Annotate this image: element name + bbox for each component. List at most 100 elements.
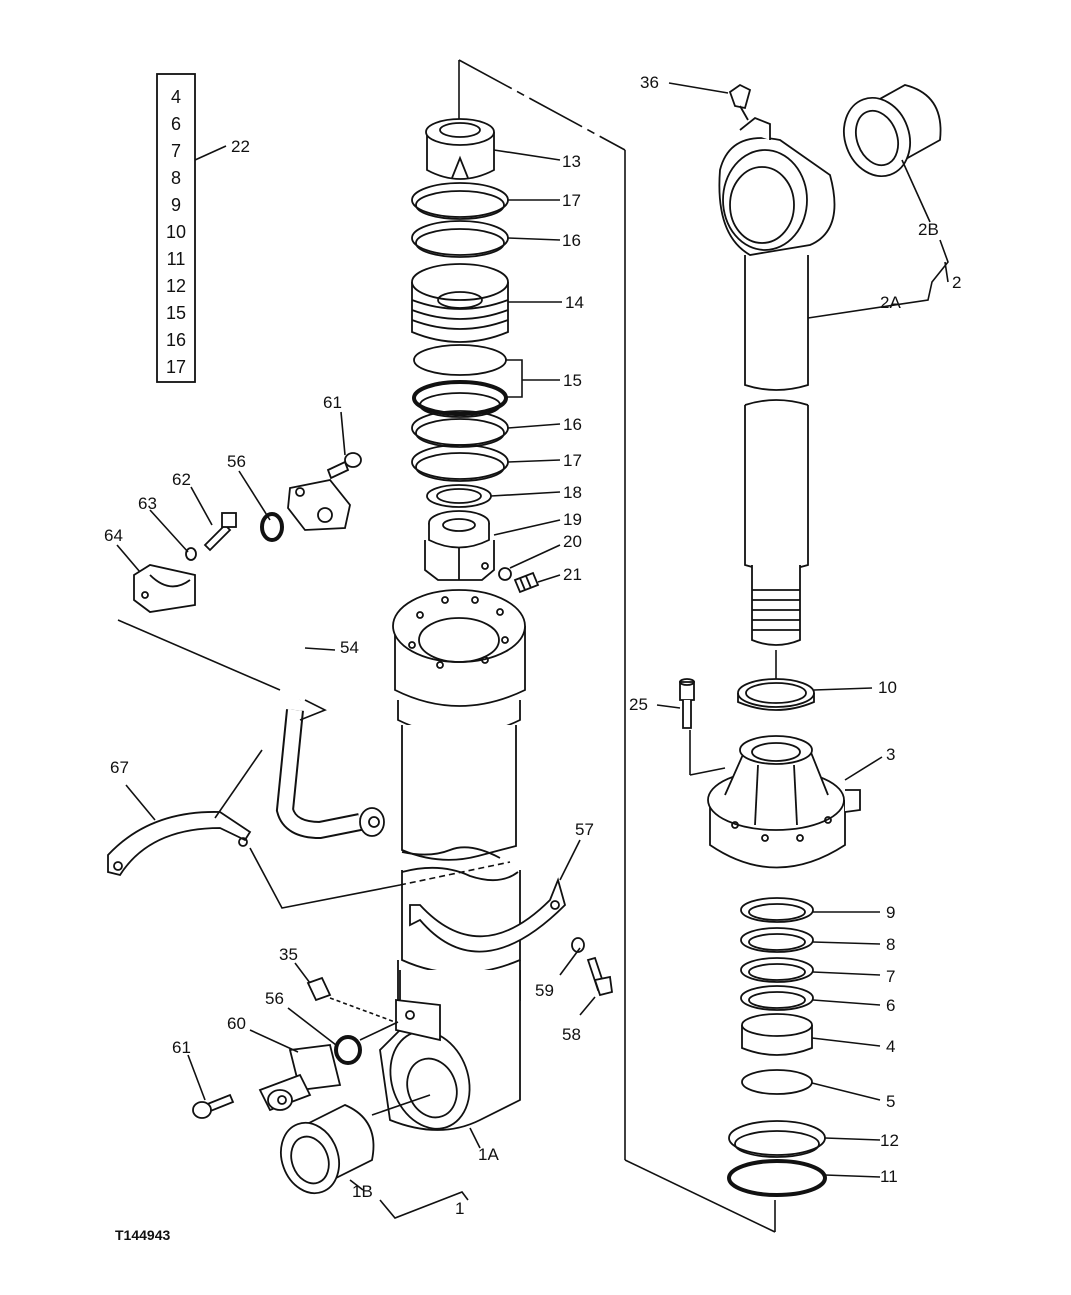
callout-6: 6 bbox=[886, 996, 895, 1015]
capscrew-61-bottom bbox=[192, 1093, 235, 1119]
callout-1A: 1A bbox=[478, 1145, 499, 1164]
ring-12 bbox=[728, 1120, 826, 1158]
piston-14 bbox=[411, 263, 509, 343]
oring-56-top bbox=[260, 512, 284, 542]
callout-61: 61 bbox=[172, 1038, 191, 1057]
rod-eye-2 bbox=[718, 116, 836, 256]
fitting-60 bbox=[258, 1044, 342, 1112]
kit-item: 6 bbox=[171, 114, 181, 134]
kit-item: 15 bbox=[166, 303, 186, 323]
kit-item: 12 bbox=[166, 276, 186, 296]
callout-64: 64 bbox=[104, 526, 123, 545]
nut-19 bbox=[424, 510, 495, 581]
figure-id: T144943 bbox=[115, 1227, 170, 1243]
capscrew-61-top bbox=[326, 452, 362, 480]
callout-20: 20 bbox=[563, 532, 582, 551]
callout-17: 17 bbox=[563, 451, 582, 470]
callout-16: 16 bbox=[562, 231, 581, 250]
tube-54 bbox=[275, 519, 385, 840]
callout-17: 17 bbox=[562, 191, 581, 210]
callout-5: 5 bbox=[886, 1092, 895, 1111]
bolt-58 bbox=[586, 956, 613, 997]
callout-1: 1 bbox=[455, 1199, 464, 1218]
head-3 bbox=[707, 735, 861, 869]
callout-13: 13 bbox=[562, 152, 581, 171]
ring-10 bbox=[737, 678, 815, 711]
kit-box: 4 6 7 8 9 10 11 12 15 16 17 22 bbox=[156, 73, 250, 383]
callout-labels: 36 13 17 16 14 15 16 17 18 19 20 21 2B 2… bbox=[104, 73, 961, 1218]
kit-item: 4 bbox=[171, 87, 181, 107]
kit-item: 10 bbox=[166, 222, 186, 242]
seal-9 bbox=[740, 897, 814, 923]
callout-35: 35 bbox=[279, 945, 298, 964]
callout-2: 2 bbox=[952, 273, 961, 292]
callout-12: 12 bbox=[880, 1131, 899, 1150]
ring-16-top bbox=[411, 220, 509, 258]
callout-56: 56 bbox=[265, 989, 284, 1008]
callout-56: 56 bbox=[227, 452, 246, 471]
ball-20 bbox=[498, 567, 512, 581]
callout-19: 19 bbox=[563, 510, 582, 529]
kit-item: 7 bbox=[171, 141, 181, 161]
ring-18 bbox=[426, 484, 492, 508]
callout-54: 54 bbox=[340, 638, 359, 657]
kit-item: 17 bbox=[166, 357, 186, 377]
oring-56-bottom bbox=[334, 1035, 362, 1065]
callout-3: 3 bbox=[886, 745, 895, 764]
callout-61: 61 bbox=[323, 393, 342, 412]
ring-17-top bbox=[411, 182, 509, 220]
callout-10: 10 bbox=[878, 678, 897, 697]
callout-21: 21 bbox=[563, 565, 582, 584]
callout-15: 15 bbox=[563, 371, 582, 390]
snap-ring-5 bbox=[741, 1069, 813, 1095]
washer-63 bbox=[185, 547, 197, 561]
clamp-57 bbox=[409, 877, 567, 953]
seal-7 bbox=[740, 957, 814, 983]
oring-11 bbox=[727, 1159, 827, 1197]
assembly-axis-lines bbox=[458, 59, 776, 1233]
callout-57: 57 bbox=[575, 820, 594, 839]
ring-17-mid bbox=[411, 444, 509, 482]
callout-60: 60 bbox=[227, 1014, 246, 1033]
callout-22: 22 bbox=[231, 137, 250, 156]
grease-fitting-35 bbox=[306, 976, 332, 1002]
callout-2B: 2B bbox=[918, 220, 939, 239]
setscrew-21 bbox=[513, 571, 540, 594]
callout-36: 36 bbox=[640, 73, 659, 92]
callout-59: 59 bbox=[535, 981, 554, 1000]
callout-25: 25 bbox=[629, 695, 648, 714]
bushing-4 bbox=[741, 1013, 813, 1056]
kit-item: 8 bbox=[171, 168, 181, 188]
callout-8: 8 bbox=[886, 935, 895, 954]
callout-11: 11 bbox=[880, 1167, 898, 1186]
callout-18: 18 bbox=[563, 483, 582, 502]
kit-item: 9 bbox=[171, 195, 181, 215]
seal-15 bbox=[412, 344, 508, 418]
bolt-62 bbox=[203, 512, 237, 552]
cylinder-barrel bbox=[392, 589, 526, 1001]
leader-lines bbox=[116, 82, 949, 1219]
clamp-67 bbox=[107, 811, 252, 877]
callout-9: 9 bbox=[886, 903, 895, 922]
gland-13 bbox=[425, 118, 495, 180]
callout-67: 67 bbox=[110, 758, 129, 777]
callout-4: 4 bbox=[886, 1037, 895, 1056]
callout-58: 58 bbox=[562, 1025, 581, 1044]
callout-16: 16 bbox=[563, 415, 582, 434]
kit-item: 11 bbox=[167, 249, 186, 269]
callout-7: 7 bbox=[886, 967, 895, 986]
seal-6 bbox=[740, 985, 814, 1011]
callout-1B: 1B bbox=[352, 1182, 373, 1201]
clamp-64 bbox=[133, 564, 196, 613]
flange-upper bbox=[287, 479, 351, 531]
callout-62: 62 bbox=[172, 470, 191, 489]
barrel-base-1A bbox=[379, 970, 521, 1131]
callout-14: 14 bbox=[565, 293, 584, 312]
rod-2A bbox=[744, 255, 809, 690]
kit-item: 16 bbox=[166, 330, 186, 350]
bushing-1B bbox=[280, 1104, 375, 1195]
callout-2A: 2A bbox=[880, 293, 901, 312]
capscrew-25 bbox=[679, 678, 695, 729]
seal-8 bbox=[740, 927, 814, 953]
